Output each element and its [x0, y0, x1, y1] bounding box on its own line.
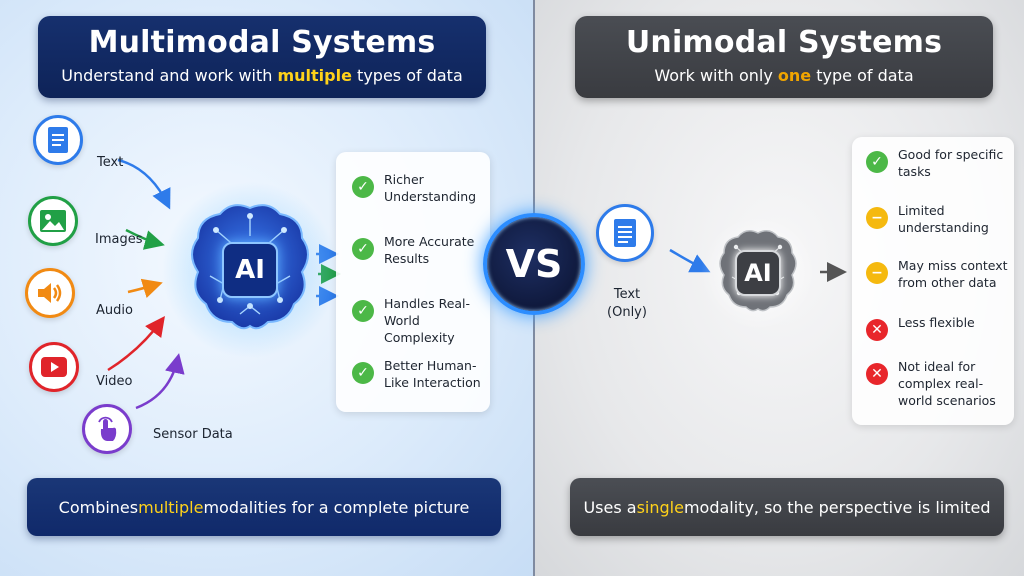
- text-input-node: [33, 115, 83, 165]
- check-icon: ✓: [352, 300, 374, 322]
- arrow-images: [125, 228, 165, 250]
- benefit-text: Handles Real-World Complexity: [384, 296, 471, 345]
- benefit-item: ✓ Richer Understanding: [352, 172, 484, 206]
- check-icon: ✓: [352, 362, 374, 384]
- sensor-input-node: [82, 404, 132, 454]
- video-input-node: [29, 342, 79, 392]
- check-icon: ✓: [352, 176, 374, 198]
- multimodal-brain: AI: [160, 180, 340, 360]
- text-only-label: Text(Only): [607, 287, 647, 320]
- minus-icon: −: [866, 262, 888, 284]
- unimodal-title-box: Unimodal Systems Work with only one type…: [575, 16, 993, 98]
- play-icon: [41, 357, 67, 377]
- unimodal-subtitle: Work with only one type of data: [654, 66, 914, 85]
- benefit-item: ✓ Handles Real-World Complexity: [352, 296, 488, 347]
- unimodal-traits-card: ✓ Good for specific tasks − Limited unde…: [852, 137, 1014, 425]
- document-icon: [614, 219, 636, 247]
- multimodal-subtitle: Understand and work with multiple types …: [61, 66, 463, 85]
- benefit-text: More Accurate Results: [384, 234, 475, 266]
- text-only-input-node: [596, 204, 654, 262]
- trait-item: ✓ Good for specific tasks: [866, 147, 1010, 181]
- multimodal-title: Multimodal Systems: [88, 25, 436, 60]
- document-icon: [48, 127, 68, 153]
- audio-label: Audio: [96, 303, 133, 318]
- audio-input-node: [25, 268, 75, 318]
- multimodal-footer: Combines multiple modalities for a compl…: [27, 478, 501, 536]
- text-label: Text: [97, 155, 124, 170]
- images-label: Images: [95, 232, 143, 247]
- arrow-sensor: [135, 353, 185, 410]
- benefit-item: ✓ More Accurate Results: [352, 234, 484, 268]
- unimodal-ai-chip: AI: [735, 250, 781, 296]
- speaker-icon: [38, 283, 62, 303]
- arrow-video: [107, 315, 165, 372]
- trait-text: Less flexible: [898, 315, 975, 330]
- image-icon: [40, 210, 66, 232]
- trait-item: − Limited understanding: [866, 203, 1010, 237]
- sensor-label: Sensor Data: [153, 427, 233, 442]
- video-label: Video: [96, 374, 133, 389]
- vs-badge: VS: [483, 213, 585, 315]
- trait-item: ✕ Not ideal for complex real-world scena…: [866, 359, 1010, 410]
- trait-item: − May miss context from other data: [866, 258, 1010, 292]
- images-input-node: [28, 196, 78, 246]
- check-icon: ✓: [352, 238, 374, 260]
- trait-item: ✕ Less flexible: [866, 315, 1010, 341]
- benefit-item: ✓ Better Human-Like Interaction: [352, 358, 484, 392]
- benefit-text: Better Human-Like Interaction: [384, 358, 481, 390]
- touch-icon: [98, 416, 117, 441]
- trait-text: Good for specific tasks: [898, 147, 1004, 179]
- trait-text: May miss context from other data: [898, 258, 1008, 290]
- arrow-text: [117, 158, 171, 210]
- multimodal-ai-chip: AI: [222, 242, 278, 298]
- cross-icon: ✕: [866, 363, 888, 385]
- check-icon: ✓: [866, 151, 888, 173]
- arrow-audio: [127, 278, 163, 298]
- minus-icon: −: [866, 207, 888, 229]
- trait-text: Limited understanding: [898, 203, 989, 235]
- multimodal-title-box: Multimodal Systems Understand and work w…: [38, 16, 486, 98]
- unimodal-brain: AI: [700, 215, 816, 331]
- unimodal-title: Unimodal Systems: [625, 25, 943, 60]
- cross-icon: ✕: [866, 319, 888, 341]
- benefit-text: Richer Understanding: [384, 172, 477, 204]
- trait-text: Not ideal for complex real-world scenari…: [898, 359, 996, 408]
- multimodal-benefits-card: ✓ Richer Understanding ✓ More Accurate R…: [336, 152, 490, 412]
- unimodal-footer: Uses a single modality, so the perspecti…: [570, 478, 1004, 536]
